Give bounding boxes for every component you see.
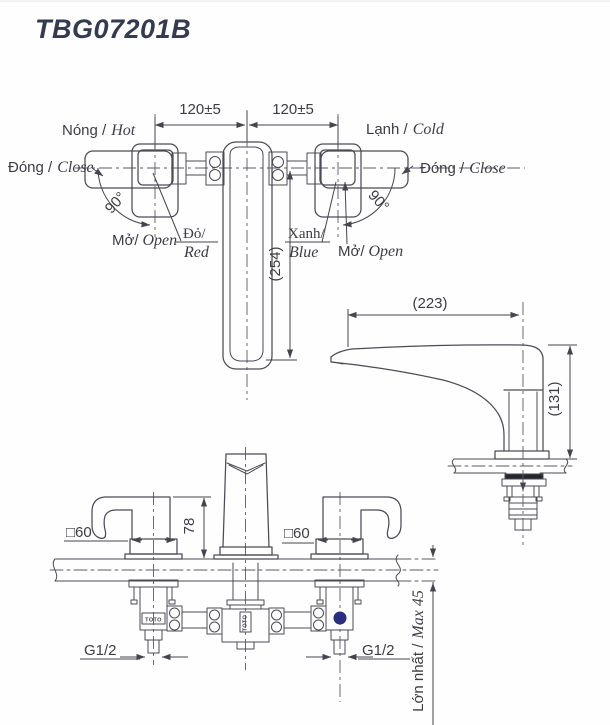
- dim-131: (131): [546, 381, 563, 416]
- dim-120-left: 120±5: [179, 101, 221, 118]
- svg-text:Xanh/: Xanh/: [288, 226, 325, 242]
- dim-254: (254): [267, 246, 284, 281]
- deck-section-side: [447, 458, 573, 474]
- front-centerlines: [153, 447, 341, 702]
- label-g12-right: G1/2: [362, 642, 395, 659]
- svg-text:Đỏ/: Đỏ/: [183, 226, 206, 242]
- plan-leader-lines: [91, 165, 414, 245]
- spout-front: [213, 453, 279, 560]
- spout-plan: [222, 141, 273, 370]
- reach-dimension: (223): [347, 295, 520, 347]
- hot-valve-assembly: TOTO: [128, 579, 183, 654]
- deck-section-front: [49, 554, 439, 587]
- mounting-shank-side: [501, 473, 547, 531]
- label-close-left: Đóng /Close: [8, 159, 94, 176]
- spacing-dimensions: 120±5 120±5: [154, 101, 339, 148]
- model-number-title: TBG07201B: [35, 14, 192, 44]
- svg-text:Blue: Blue: [289, 244, 318, 261]
- handle-height-dimension: 78: [173, 496, 211, 559]
- hot-handle-front: [91, 496, 183, 560]
- label-red-indicator: Đỏ/ Red: [176, 226, 218, 261]
- angle-90-left: 90°: [102, 189, 130, 217]
- label-cold: Lạnh /Cold: [366, 121, 445, 138]
- flexible-hoses: [181, 611, 311, 629]
- spout-tee-assembly: TOTO: [181, 562, 311, 650]
- rubber-seal: [504, 473, 544, 480]
- thread-callout-left: G1/2: [80, 642, 188, 661]
- label-hot: Nóng /Hot: [62, 122, 136, 139]
- height-dimension: (131): [546, 344, 577, 460]
- plan-view: 120±5 120±5 (254) 90° 90°: [8, 101, 525, 400]
- brand-mark-hot: TOTO: [145, 618, 162, 624]
- label-close-right: Đóng /Close: [420, 160, 506, 177]
- thread-callout-right: G1/2: [306, 642, 410, 661]
- label-blue-indicator: Xanh/ Blue: [285, 226, 330, 261]
- dim-60-left: □60: [66, 524, 92, 541]
- label-g12-left: G1/2: [84, 642, 117, 659]
- dim-78: 78: [181, 518, 198, 535]
- side-view: (223) (131): [330, 295, 577, 545]
- spout-length-dimension: (254): [266, 170, 297, 361]
- angle-90-right: 90°: [364, 187, 392, 215]
- spout-side-profile: [330, 344, 550, 460]
- front-view: 78 □60 □60 TOTO: [49, 447, 439, 725]
- handle-width-dimension-left: □60: [64, 524, 176, 544]
- deck-thickness-dimension: Lớn nhất /Max 45: [410, 545, 437, 725]
- cold-valve-assembly: [310, 579, 365, 655]
- label-max-45: Lớn nhất /Max 45: [410, 590, 427, 712]
- dim-60-right: □60: [284, 525, 310, 542]
- label-open-left: Mở/Open: [112, 232, 177, 249]
- dim-120-right: 120±5: [272, 101, 314, 118]
- handle-width-dimension-right: □60: [282, 525, 362, 544]
- dim-223: (223): [412, 295, 447, 312]
- brand-mark-center: TOTO: [243, 614, 249, 631]
- supply-pipes-plan: [171, 151, 322, 186]
- cold-handle-front: [310, 496, 402, 560]
- cold-indicator-dot: [333, 611, 347, 625]
- svg-text:Red: Red: [183, 244, 210, 261]
- label-open-right: Mở/Open: [338, 243, 403, 260]
